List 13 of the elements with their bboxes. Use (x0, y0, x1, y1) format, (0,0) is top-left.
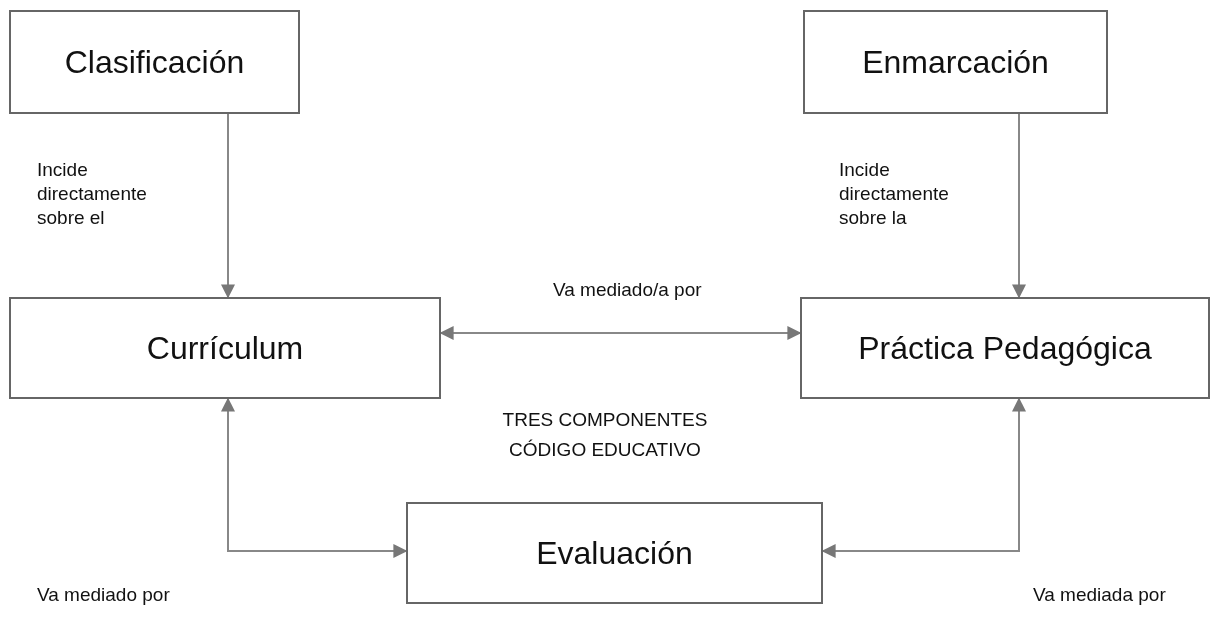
process-box (803, 10, 1108, 114)
box-label: Clasificación (64, 43, 245, 81)
process-box (406, 502, 823, 604)
arrow (1012, 113, 1026, 299)
box-label: Currículum (146, 329, 304, 367)
box-label: Enmarcación (862, 43, 1049, 81)
arrow (221, 113, 235, 299)
process-box (800, 297, 1210, 399)
arrow (221, 397, 408, 558)
process-box (9, 10, 300, 114)
box-label: Evaluación (536, 534, 693, 572)
box-label: Práctica Pedagógica (858, 329, 1152, 367)
process-box (9, 297, 441, 399)
